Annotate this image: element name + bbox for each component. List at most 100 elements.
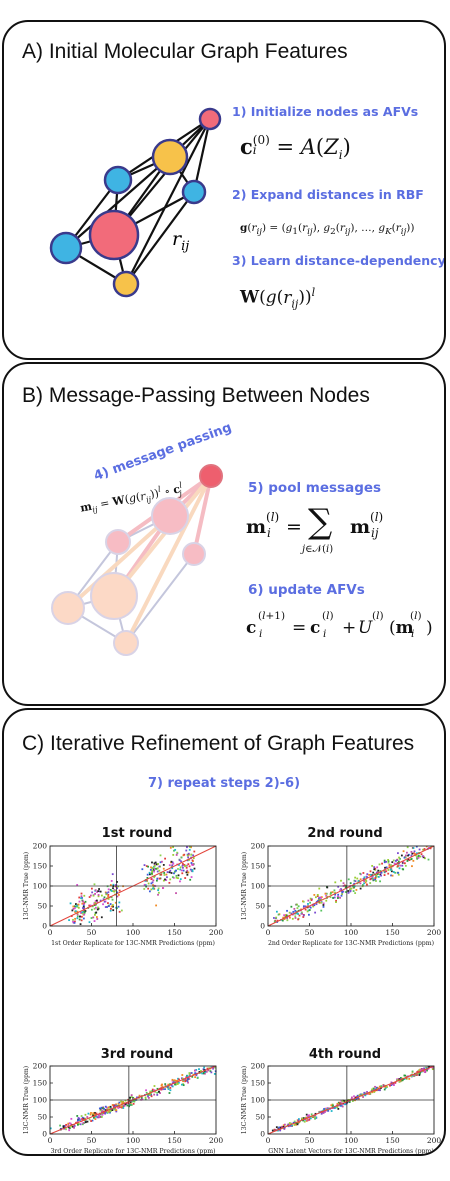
data-point [176,1082,179,1085]
data-point [81,1123,84,1126]
data-point [72,920,74,923]
data-point [151,869,154,872]
data-point [175,874,178,877]
data-point [417,1070,420,1073]
data-point [324,1108,327,1111]
faded-node [105,529,131,555]
data-point [180,856,183,859]
data-point [339,896,341,899]
data-point [190,1072,193,1074]
data-point [117,1107,120,1109]
data-point [171,867,174,870]
x-tick-label: 150 [167,928,182,937]
data-point [308,1118,311,1121]
data-point [115,889,117,892]
data-point [400,854,403,857]
data-point [82,903,85,905]
data-point [78,900,81,903]
data-point [152,879,155,882]
data-point [411,1070,414,1073]
data-point [109,909,112,912]
data-point [94,1111,96,1114]
data-point [182,866,184,869]
data-point [84,1121,87,1124]
data-point [112,904,114,906]
data-point [93,883,96,886]
data-point [88,904,91,907]
data-point [92,1114,95,1117]
data-point [155,863,158,866]
data-point [151,1088,154,1091]
data-point [174,848,177,851]
data-point [381,862,383,865]
data-point [399,1078,402,1081]
data-point [149,873,151,876]
data-point [206,1067,209,1070]
data-point [107,897,110,900]
data-point [95,899,98,902]
data-point [81,1118,84,1120]
data-point [288,911,291,914]
data-point [372,879,375,882]
data-point [169,846,172,849]
data-point [159,854,162,857]
data-point [76,884,79,886]
data-point [77,1117,80,1119]
data-point [83,911,86,914]
data-point [296,903,299,906]
graph-edge [65,156,171,249]
data-point [103,896,106,899]
data-point [177,868,179,870]
data-point [318,898,321,901]
data-point [397,873,400,876]
data-point [364,879,367,881]
data-point [295,1123,297,1126]
data-point [424,857,426,860]
y-tick-label: 50 [37,1113,47,1122]
data-point [76,913,79,916]
data-point [314,1112,317,1115]
data-point [105,1106,108,1109]
data-point [322,905,325,908]
formula-init: c(0)i = A(Zi) [240,133,351,163]
y-tick-label: 100 [33,882,48,891]
data-point [102,1107,104,1110]
data-point [152,884,154,886]
data-point [83,913,86,916]
data-point [161,860,163,863]
data-point [120,1106,123,1109]
data-point [323,1108,325,1110]
data-point [179,868,182,871]
data-point [279,1129,282,1132]
data-point [349,890,352,892]
data-point [276,919,279,922]
data-point [84,910,87,912]
data-point [63,1125,66,1128]
data-point [407,854,409,857]
data-point [383,870,386,873]
data-point [73,1125,76,1127]
data-point [425,845,428,848]
data-point [176,851,179,854]
data-point [403,862,406,865]
data-point [150,888,153,891]
data-point [109,1105,112,1108]
y-tick-label: 0 [42,1130,47,1139]
data-point [383,859,386,862]
y-tick-label: 200 [33,1062,48,1071]
step-6-label: 6) update AFVs [248,582,365,598]
data-point [104,1105,107,1108]
data-point [153,862,156,865]
data-point [160,873,163,876]
data-point [294,912,297,915]
data-point [368,1093,371,1095]
data-point [427,858,430,861]
data-point [93,1113,96,1116]
data-point [301,1117,304,1120]
data-point [72,905,75,908]
x-tick-label: 0 [48,928,53,937]
data-point [157,889,160,892]
data-point [290,1124,292,1127]
faded-node [113,630,139,656]
data-point [71,909,74,912]
